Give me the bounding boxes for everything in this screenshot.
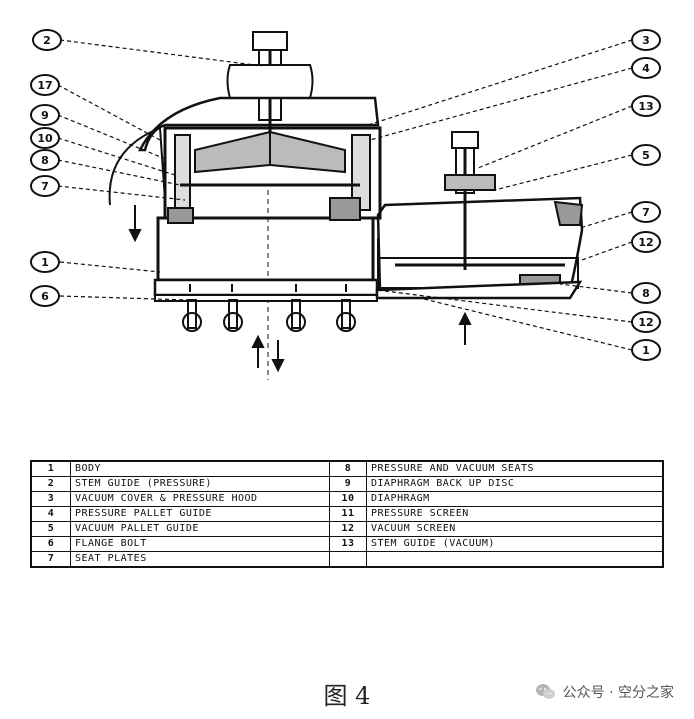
callout-circles — [30, 29, 661, 361]
flow-arrows — [128, 205, 472, 373]
callout-9: 9 — [41, 109, 49, 122]
watermark: 公众号 · 空分之家 — [535, 682, 674, 702]
callout-1: 1 — [41, 256, 49, 269]
part-number: 13 — [329, 536, 367, 552]
part-description: STEM GUIDE (VACUUM) — [366, 536, 664, 552]
leader-lines — [57, 39, 633, 351]
part-number: 10 — [329, 491, 367, 507]
part-number: 1 — [30, 460, 71, 477]
callout-8: 8 — [41, 154, 49, 167]
wechat-icon — [535, 684, 555, 699]
watermark-text: 公众号 · 空分之家 — [562, 685, 674, 701]
part-number: 4 — [30, 506, 71, 522]
callout-13: 13 — [638, 100, 653, 113]
part-number: 8 — [329, 460, 367, 477]
part-number: 12 — [329, 521, 367, 537]
part-description: VACUUM COVER & PRESSURE HOOD — [70, 491, 330, 507]
callout-12-upper: 12 — [638, 236, 653, 249]
table-row: 2 STEM GUIDE (PRESSURE) 9 DIAPHRAGM BACK… — [30, 476, 664, 492]
part-description: PRESSURE PALLET GUIDE — [70, 506, 330, 522]
part-number: 5 — [30, 521, 71, 537]
callout-17: 17 — [37, 79, 52, 92]
part-description: DIAPHRAGM — [366, 491, 664, 507]
part-description: SEAT PLATES — [70, 551, 330, 568]
part-description: VACUUM SCREEN — [366, 521, 664, 537]
part-number — [329, 551, 367, 568]
callout-4: 4 — [642, 62, 650, 75]
callout-7-right: 7 — [642, 206, 650, 219]
callout-5: 5 — [642, 149, 650, 162]
callout-6: 6 — [41, 290, 49, 303]
table-row: 3 VACUUM COVER & PRESSURE HOOD 10 DIAPHR… — [30, 491, 664, 507]
part-number: 11 — [329, 506, 367, 522]
figure-caption: 图 4 — [323, 682, 371, 710]
callout-labels: 2 17 9 10 8 7 1 6 3 4 13 5 7 12 8 12 1 — [37, 34, 653, 357]
table-row: 6 FLANGE BOLT 13 STEM GUIDE (VACUUM) — [30, 536, 664, 552]
flange-bolts — [182, 284, 356, 332]
part-description — [366, 551, 664, 568]
table-row: 1 BODY 8 PRESSURE AND VACUUM SEATS — [30, 460, 664, 477]
valve-cross-section-diagram: 2 17 9 10 8 7 1 6 3 4 13 5 7 12 8 12 1 — [30, 29, 661, 380]
callout-2: 2 — [43, 34, 51, 47]
callout-8-right: 8 — [642, 287, 650, 300]
parts-table: 1 BODY 8 PRESSURE AND VACUUM SEATS 2 STE… — [30, 460, 664, 568]
part-description: STEM GUIDE (PRESSURE) — [70, 476, 330, 492]
callout-10: 10 — [37, 132, 53, 145]
part-number: 3 — [30, 491, 71, 507]
part-number: 6 — [30, 536, 71, 552]
part-description: VACUUM PALLET GUIDE — [70, 521, 330, 537]
callout-1-right: 1 — [642, 344, 650, 357]
table-row: 5 VACUUM PALLET GUIDE 12 VACUUM SCREEN — [30, 521, 664, 537]
part-number: 9 — [329, 476, 367, 492]
part-description: PRESSURE SCREEN — [366, 506, 664, 522]
part-number: 7 — [30, 551, 71, 568]
valve-body-drawing — [108, 31, 584, 380]
part-description: FLANGE BOLT — [70, 536, 330, 552]
part-description: BODY — [70, 460, 330, 477]
part-description: DIAPHRAGM BACK UP DISC — [366, 476, 664, 492]
table-row: 7 SEAT PLATES — [30, 551, 664, 568]
part-number: 2 — [30, 476, 71, 492]
callout-7-left: 7 — [41, 180, 49, 193]
table-row: 4 PRESSURE PALLET GUIDE 11 PRESSURE SCRE… — [30, 506, 664, 522]
callout-12-lower: 12 — [638, 316, 653, 329]
part-description: PRESSURE AND VACUUM SEATS — [366, 460, 664, 477]
callout-3: 3 — [642, 34, 650, 47]
